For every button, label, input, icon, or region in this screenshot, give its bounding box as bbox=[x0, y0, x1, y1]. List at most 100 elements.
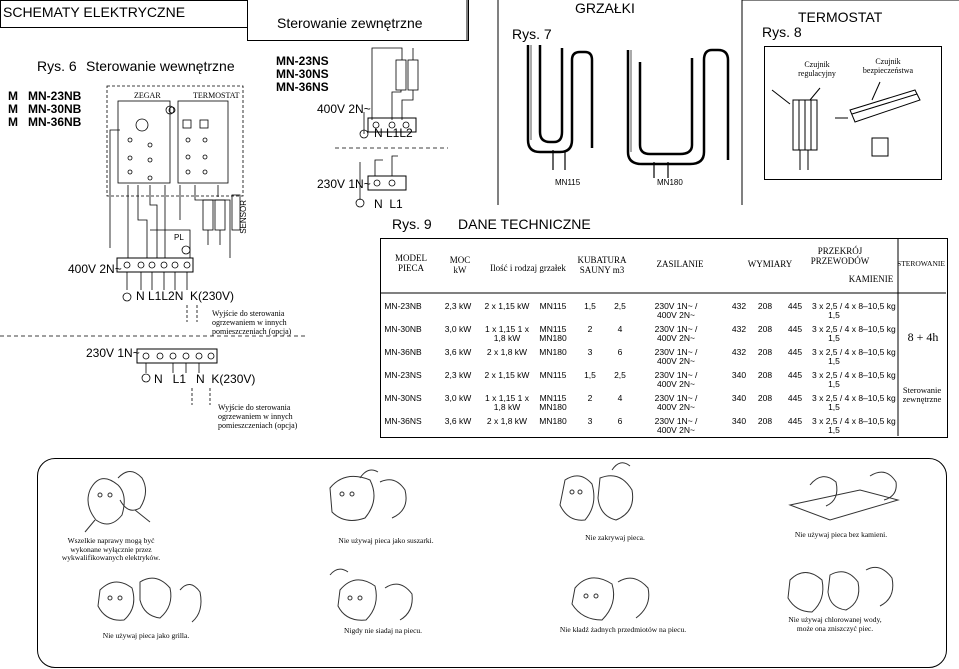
warning-7: Nie kładź żadnych przedmiotów na piecu. bbox=[559, 625, 687, 634]
warning-3: Nie zakrywaj pieca. bbox=[585, 533, 645, 542]
warning-1: Wszelkie naprawy mogą być wykonane wyłąc… bbox=[61, 536, 161, 562]
th-model: MODEL PIECA bbox=[395, 253, 427, 273]
table-cell-w2: 208 bbox=[757, 301, 773, 311]
czujnik-regulacyjny: Czujnik regulacyjny bbox=[798, 60, 836, 78]
dane-techniczne-title: DANE TECHNICZNE bbox=[458, 216, 591, 232]
table-cell-ilosc: 1 x 1,15 1 x 1,8 kW bbox=[485, 324, 529, 343]
mid-model-3: MN-36NS bbox=[276, 80, 329, 94]
table-cell-k1: 2 bbox=[587, 324, 593, 334]
v230-left-label: 230V 1N~ bbox=[86, 346, 140, 360]
table-cell-moc: 3,6 kW bbox=[444, 347, 472, 357]
th-przekroj: PRZEKRÓJ PRZEWODÓW bbox=[810, 246, 870, 266]
table-cell-zas: 230V 1N~ / 400V 2N~ bbox=[654, 370, 698, 389]
th-wymiary: WYMIARY bbox=[747, 259, 793, 269]
wyjscie-note-1: Wyjście do sterowania ogrzewaniem w inny… bbox=[212, 309, 292, 336]
table-cell-grz: MN115 MN180 bbox=[539, 393, 567, 412]
table-cell-kam: 8–10,5 kg bbox=[858, 370, 896, 380]
table-cell-w1: 340 bbox=[731, 370, 747, 380]
sterowanie-zewn-box bbox=[247, 0, 469, 41]
sterowanie-ns-value: Sterowanie zewnętrzne bbox=[902, 385, 942, 404]
th-kamienie: KAMIENIE bbox=[848, 274, 894, 284]
wyjscie-note-2: Wyjście do sterowania ogrzewaniem w inny… bbox=[218, 403, 298, 430]
table-cell-grz: MN115 bbox=[539, 370, 567, 380]
rys7-label: Rys. 7 bbox=[512, 26, 552, 42]
table-cell-k2: 2,5 bbox=[614, 301, 626, 311]
table-cell-w1: 432 bbox=[731, 324, 747, 334]
zegar-label: ZEGAR bbox=[134, 91, 161, 100]
table-cell-w2: 208 bbox=[757, 393, 773, 403]
table-cell-ilosc: 2 x 1,8 kW bbox=[486, 416, 528, 426]
table-cell-zas: 230V 1N~ / 400V 2N~ bbox=[654, 301, 698, 320]
table-cell-model: MN-30NS bbox=[384, 393, 422, 403]
rys6-label: Rys. 6 bbox=[37, 58, 77, 74]
terminals-230-mid: N L1 bbox=[374, 197, 403, 211]
table-cell-kam: 8–10,5 kg bbox=[858, 416, 896, 426]
table-cell-moc: 3,0 kW bbox=[444, 393, 472, 403]
table-cell-moc: 2,3 kW bbox=[444, 301, 472, 311]
table-cell-model: MN-36NB bbox=[384, 347, 422, 357]
heater-mn180-label: MN180 bbox=[657, 178, 683, 187]
table-cell-w2: 208 bbox=[757, 347, 773, 357]
table-cell-prz: 3 x 2,5 / 4 x 1,5 bbox=[812, 347, 856, 366]
table-cell-w3: 445 bbox=[787, 416, 803, 426]
table-cell-k2: 2,5 bbox=[614, 370, 626, 380]
schematy-title-box bbox=[0, 0, 249, 28]
table-cell-w1: 432 bbox=[731, 347, 747, 357]
warning-2: Nie używaj pieca jako suszarki. bbox=[338, 536, 434, 545]
warnings-panel bbox=[37, 458, 947, 668]
table-cell-w2: 208 bbox=[757, 416, 773, 426]
left-model-1: MN-23NB bbox=[28, 89, 82, 103]
table-cell-k2: 6 bbox=[617, 416, 623, 426]
table-cell-moc: 3,0 kW bbox=[444, 324, 472, 334]
table-cell-k1: 1,5 bbox=[584, 370, 596, 380]
schematy-title: SCHEMATY ELEKTRYCZNE bbox=[3, 4, 186, 20]
table-cell-grz: MN180 bbox=[539, 416, 567, 426]
table-cell-prz: 3 x 2,5 / 4 x 1,5 bbox=[812, 324, 856, 343]
sensor-label: SENSOR bbox=[239, 200, 248, 234]
table-cell-w3: 445 bbox=[787, 370, 803, 380]
terminals-230-left: N L1 N K(230V) bbox=[154, 372, 256, 386]
sterowanie-zewn-title: Sterowanie zewnętrzne bbox=[277, 15, 423, 31]
table-cell-kam: 8–10,5 kg bbox=[858, 347, 896, 357]
technical-data-table bbox=[380, 238, 948, 438]
table-cell-w2: 208 bbox=[757, 370, 773, 380]
pl-label: PL bbox=[174, 233, 184, 242]
th-kubatura: KUBATURA SAUNY m3 bbox=[577, 255, 627, 275]
table-cell-moc: 3,6 kW bbox=[444, 416, 472, 426]
warning-4: Nie używaj pieca bez kamieni. bbox=[794, 530, 888, 539]
table-cell-prz: 3 x 2,5 / 4 x 1,5 bbox=[812, 416, 856, 435]
table-cell-k2: 6 bbox=[617, 347, 623, 357]
terminals-400-mid: N L1L2 bbox=[374, 126, 413, 140]
termostat-title: TERMOSTAT bbox=[798, 9, 883, 25]
th-zasilanie: ZASILANIE bbox=[656, 259, 704, 269]
mid-models: MN-23NS MN-30NS MN-36NS bbox=[276, 55, 329, 94]
table-cell-prz: 3 x 2,5 / 4 x 1,5 bbox=[812, 370, 856, 389]
table-cell-ilosc: 1 x 1,15 1 x 1,8 kW bbox=[485, 393, 529, 412]
czujnik-bezpieczenstwa: Czujnik bezpieczeństwa bbox=[862, 57, 914, 75]
v400-left-label: 400V 2N~ bbox=[68, 262, 122, 276]
th-moc: MOC kW bbox=[449, 255, 471, 275]
table-cell-w3: 445 bbox=[787, 347, 803, 357]
warning-8: Nie używaj chlorowanej wody, może ona zn… bbox=[788, 615, 882, 633]
terminals-400-left: N L1L2N K(230V) bbox=[136, 289, 235, 303]
table-cell-zas: 230V 1N~ / 400V 2N~ bbox=[654, 393, 698, 412]
table-cell-k1: 2 bbox=[587, 393, 593, 403]
table-cell-prz: 3 x 2,5 / 4 x 1,5 bbox=[812, 301, 856, 320]
warning-6: Nigdy nie siadaj na piecu. bbox=[343, 626, 423, 635]
sterowanie-nb-value: 8 + 4h bbox=[907, 330, 939, 344]
table-cell-grz: MN115 bbox=[539, 301, 567, 311]
heater-mn115-label: MN115 bbox=[555, 178, 581, 187]
table-cell-ilosc: 2 x 1,15 kW bbox=[484, 370, 530, 380]
table-cell-grz: MN180 bbox=[539, 347, 567, 357]
table-cell-k2: 4 bbox=[617, 393, 623, 403]
table-cell-moc: 2,3 kW bbox=[444, 370, 472, 380]
table-cell-zas: 230V 1N~ / 400V 2N~ bbox=[654, 416, 698, 435]
table-cell-model: MN-23NB bbox=[384, 301, 422, 311]
table-cell-kam: 8–10,5 kg bbox=[858, 324, 896, 334]
table-cell-w1: 340 bbox=[731, 416, 747, 426]
termostat-diagram-label: TERMOSTAT bbox=[193, 91, 240, 100]
table-cell-w3: 445 bbox=[787, 324, 803, 334]
th-sterowanie: STEROWANIE bbox=[897, 259, 945, 268]
table-cell-model: MN-36NS bbox=[384, 416, 422, 426]
